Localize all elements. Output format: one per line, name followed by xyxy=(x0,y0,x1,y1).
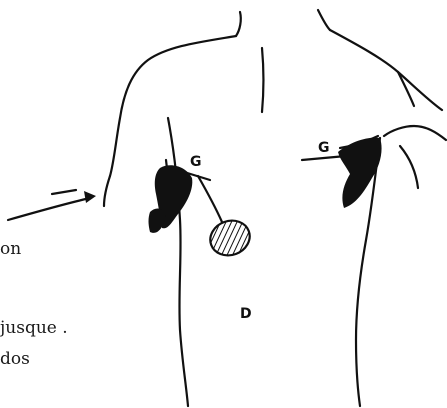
label-g-right: G xyxy=(318,140,330,156)
neck-right-line xyxy=(318,10,330,30)
arrow-shaft xyxy=(8,198,90,220)
sternum-line xyxy=(262,48,264,112)
left-drain-tube xyxy=(198,176,222,222)
right-arm-outer-line xyxy=(398,72,414,106)
right-axilla-shading xyxy=(338,138,382,208)
torso-left-side xyxy=(168,118,188,406)
right-incision-line xyxy=(302,156,346,160)
label-d: D xyxy=(240,306,252,322)
caption-line-1: on xyxy=(0,239,21,259)
right-arm-lower-line xyxy=(384,126,446,140)
caption-line-2: jusque . xyxy=(0,318,68,338)
left-upper-arm-outline xyxy=(104,176,110,206)
right-shoulder-outline xyxy=(330,30,442,110)
label-g-left: G xyxy=(190,154,202,170)
caption-line-3: dos xyxy=(0,349,30,369)
drain-pouch xyxy=(205,215,254,261)
left-axilla-shading-2 xyxy=(149,209,167,233)
neck-left-line xyxy=(236,12,241,36)
arrow-dash xyxy=(52,190,76,194)
right-arm-inner-line xyxy=(400,146,418,188)
arrow-head xyxy=(84,191,96,203)
